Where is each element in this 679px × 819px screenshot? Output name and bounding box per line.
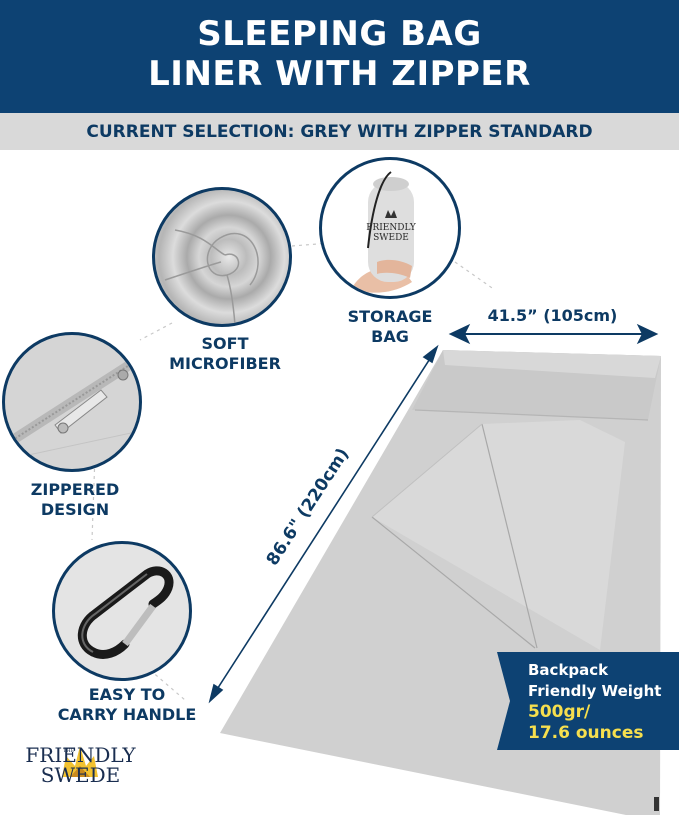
weight-ounces: 17.6 ounces xyxy=(528,723,644,743)
width-dimension-label: 41.5” (105cm) xyxy=(487,306,618,325)
width-arrow xyxy=(448,323,659,345)
length-arrow xyxy=(208,344,439,704)
weight-badge: Backpack Friendly Weight 500gr/ 17.6 oun… xyxy=(528,661,662,743)
zippered-design-image xyxy=(2,332,142,472)
crown-icon xyxy=(62,746,98,777)
soft-microfiber-label: SOFT MICROFIBER xyxy=(169,334,281,373)
current-selection-band: CURRENT SELECTION: GREY WITH ZIPPER STAN… xyxy=(0,113,679,150)
storage-bag-image: FRIENDLY SWEDE xyxy=(319,157,461,299)
weight-grams: 500gr/ xyxy=(528,702,591,722)
stuff-sack-icon: FRIENDLY SWEDE xyxy=(352,171,417,293)
brand-logo-line1: FRIENDLY THE xyxy=(25,743,136,767)
stuff-sack-brand-line1: FRIENDLY xyxy=(366,223,417,233)
title-line-1: SLEEPING BAG xyxy=(197,14,482,54)
weight-badge-shape xyxy=(497,652,679,750)
title-line-2: LINER WITH ZIPPER xyxy=(148,54,531,94)
title-banner: SLEEPING BAG LINER WITH ZIPPER xyxy=(0,0,679,113)
carry-handle-label: EASY TO CARRY HANDLE xyxy=(57,685,197,724)
brand-logo-line2: SWEDE xyxy=(40,763,121,787)
dotted-connectors xyxy=(91,242,496,701)
brand-logo-the: THE xyxy=(63,748,75,754)
brand-logo: FRIENDLY THE SWEDE xyxy=(18,745,143,785)
zipper-icon xyxy=(5,352,139,461)
stuff-sack-brand-line2: SWEDE xyxy=(373,233,409,243)
carry-handle-image xyxy=(52,541,192,681)
fabric-swirl-icon xyxy=(164,229,259,324)
soft-microfiber-image xyxy=(152,187,292,327)
zippered-design-label: ZIPPERED DESIGN xyxy=(30,480,120,519)
storage-bag-label: STORAGE BAG xyxy=(347,307,433,346)
carabiner-icon xyxy=(77,566,174,659)
